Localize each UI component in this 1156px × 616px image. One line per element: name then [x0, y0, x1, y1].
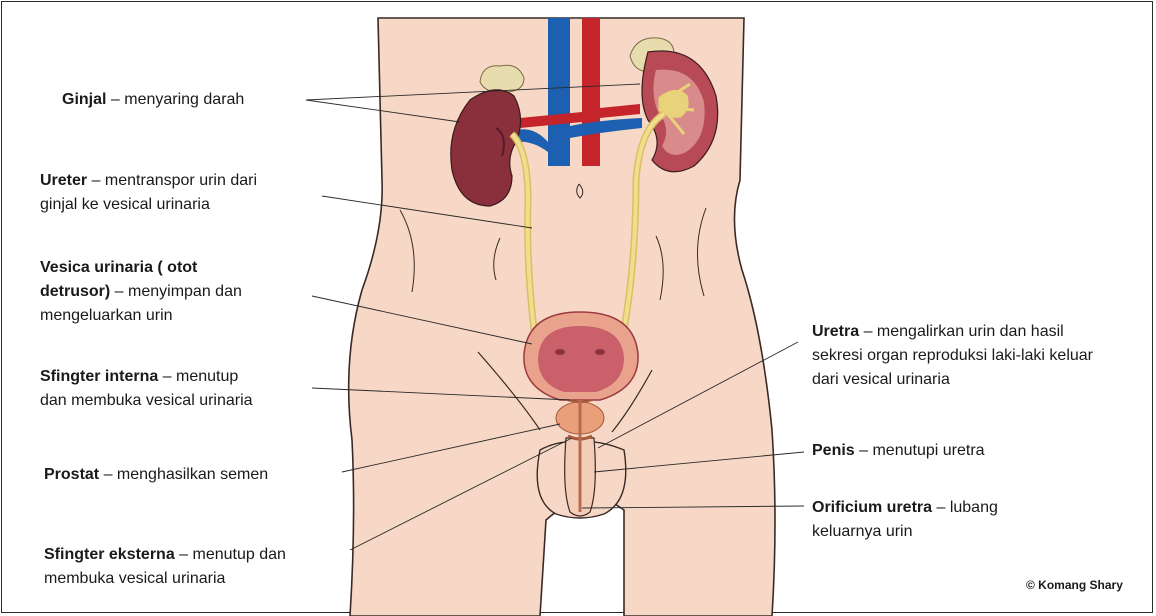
- label-sfingter-eksterna: Sfingter eksterna – menutup dan membuka …: [44, 543, 286, 591]
- label-sfingter-interna-term: Sfingter interna: [40, 368, 158, 385]
- label-orificium-desc: – lubang: [932, 499, 998, 516]
- label-sfingter-interna-desc: – menutup: [158, 368, 238, 385]
- label-uretra-desc: – mengalirkan urin dan hasil: [859, 323, 1064, 340]
- label-sfingter-interna-line2: dan membuka vesical urinaria: [40, 389, 253, 413]
- aorta: [582, 18, 600, 166]
- label-prostat: Prostat – menghasilkan semen: [44, 463, 268, 487]
- label-sfingter-eksterna-line2: membuka vesical urinaria: [44, 567, 286, 591]
- label-uretra-line3: dari vesical urinaria: [812, 368, 1093, 392]
- label-ginjal: Ginjal – menyaring darah: [62, 88, 244, 112]
- label-sfingter-eksterna-term: Sfingter eksterna: [44, 546, 175, 563]
- label-vesica: Vesica urinaria ( otot detrusor) – menyi…: [40, 256, 242, 328]
- label-uretra: Uretra – mengalirkan urin dan hasil sekr…: [812, 320, 1093, 392]
- bladder-lumen: [538, 326, 624, 392]
- label-vesica-desc: – menyimpan dan: [110, 283, 242, 300]
- label-uretra-term: Uretra: [812, 323, 859, 340]
- label-vesica-term-2: detrusor): [40, 283, 110, 300]
- label-ureter-desc: – mentranspor urin dari: [87, 172, 257, 189]
- label-prostat-desc: – menghasilkan semen: [99, 466, 268, 483]
- ureter-orifice-left: [555, 349, 565, 355]
- label-orificium-term: Orificium uretra: [812, 499, 932, 516]
- label-orificium: Orificium uretra – lubang keluarnya urin: [812, 496, 998, 544]
- vena-cava: [548, 18, 570, 166]
- label-orificium-line2: keluarnya urin: [812, 520, 998, 544]
- ureter-orifice-right: [595, 349, 605, 355]
- label-ureter: Ureter – mentranspor urin dari ginjal ke…: [40, 169, 257, 217]
- label-prostat-term: Prostat: [44, 466, 99, 483]
- copyright-credit: © Komang Shary: [1026, 578, 1123, 592]
- label-ginjal-term: Ginjal: [62, 91, 106, 108]
- label-ureter-line2: ginjal ke vesical urinaria: [40, 193, 257, 217]
- adrenal-left: [480, 65, 524, 92]
- label-penis-desc: – menutupi uretra: [855, 442, 985, 459]
- label-ureter-term: Ureter: [40, 172, 87, 189]
- label-penis-term: Penis: [812, 442, 855, 459]
- label-sfingter-interna: Sfingter interna – menutup dan membuka v…: [40, 365, 253, 413]
- label-ginjal-desc: – menyaring darah: [106, 91, 244, 108]
- label-sfingter-eksterna-desc: – menutup dan: [175, 546, 286, 563]
- label-vesica-line3: mengeluarkan urin: [40, 304, 242, 328]
- label-penis: Penis – menutupi uretra: [812, 439, 985, 463]
- label-uretra-line2: sekresi organ reproduksi laki-laki kelua…: [812, 344, 1093, 368]
- label-vesica-term-1: Vesica urinaria ( otot: [40, 259, 197, 276]
